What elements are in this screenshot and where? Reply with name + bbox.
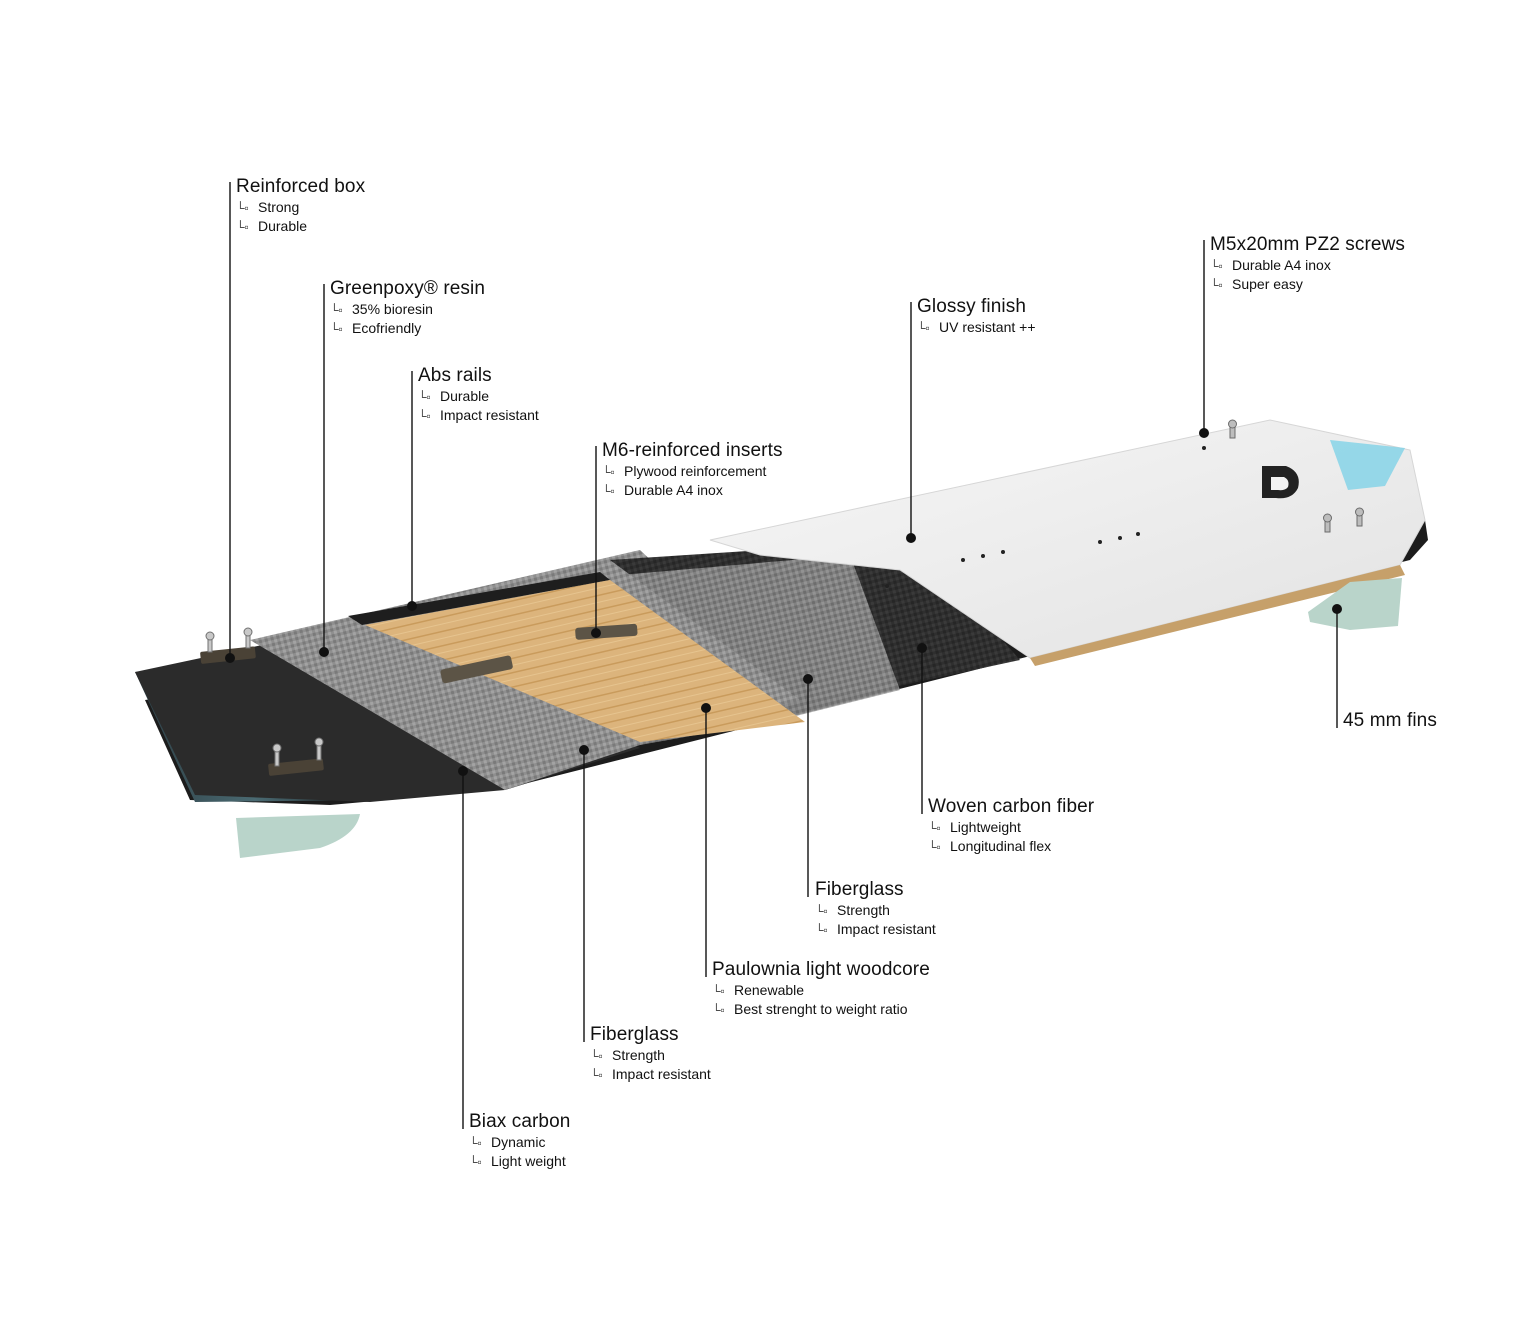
feature-glyph: └▫ [602, 465, 615, 479]
callout-title: Paulownia light woodcore [712, 959, 930, 980]
feature-glyph: └▫ [469, 1155, 482, 1169]
feature-glyph: └▫ [917, 321, 930, 335]
feature-glyph: └▫ [928, 840, 941, 854]
callout-feature: └▫Impact resistant [590, 1066, 711, 1082]
callout-title: M6-reinforced inserts [602, 440, 783, 461]
callout-woven-carbon: Woven carbon fiber └▫Lightweight └▫Longi… [928, 796, 1094, 856]
callout-screws: M5x20mm PZ2 screws └▫Durable A4 inox └▫S… [1210, 234, 1405, 294]
callout-feature: └▫Strength [815, 902, 890, 918]
callout-feature: └▫Renewable [712, 982, 805, 998]
feature-glyph: └▫ [469, 1136, 482, 1150]
layer-abs-rails [348, 572, 610, 625]
callout-feature: └▫Durable A4 inox [602, 482, 723, 498]
feature-glyph: └▫ [602, 484, 615, 498]
callout-feature: └▫Best strenght to weight ratio [712, 1001, 908, 1017]
leader-dots [225, 428, 1342, 776]
deck-edge-wood [1030, 565, 1405, 666]
callout-title: Reinforced box [236, 176, 366, 197]
feature-glyph: └▫ [1210, 259, 1223, 273]
callout-feature: └▫35% bioresin [330, 301, 433, 317]
callout-feature: └▫Durable [236, 218, 308, 234]
callout-feature: └▫Durable A4 inox [1210, 257, 1331, 273]
callout-title: Woven carbon fiber [928, 796, 1095, 817]
callout-title: 45 mm fins [1343, 710, 1437, 731]
leader-lines [229, 182, 1338, 1129]
callout-abs-rails: Abs rails └▫Durable └▫Impact resistant [418, 365, 539, 425]
feature-glyph: └▫ [590, 1049, 603, 1063]
fin-tail [236, 814, 360, 858]
feature-glyph: └▫ [330, 303, 343, 317]
feature-glyph: └▫ [815, 904, 828, 918]
callout-biax-carbon: Biax carbon └▫Dynamic └▫Light weight [469, 1111, 570, 1171]
callout-feature: └▫Super easy [1210, 276, 1303, 292]
feature-glyph: └▫ [236, 201, 249, 215]
callout-feature: └▫Light weight [469, 1153, 566, 1169]
feature-glyph: └▫ [712, 1003, 725, 1017]
layer-woodcore [365, 580, 805, 742]
feature-glyph: └▫ [418, 409, 431, 423]
callout-title: Abs rails [418, 365, 492, 386]
callout-feature: └▫Impact resistant [815, 921, 936, 937]
feature-glyph: └▫ [815, 923, 828, 937]
callout-fiberglass-top: Fiberglass └▫Strength └▫Impact resistant [815, 879, 936, 939]
feature-glyph: └▫ [236, 220, 249, 234]
nose-screws [1228, 419, 1364, 533]
callout-greenpoxy-resin: Greenpoxy® resin └▫35% bioresin └▫Ecofri… [330, 278, 485, 338]
feature-glyph: └▫ [712, 984, 725, 998]
feature-glyph: └▫ [330, 322, 343, 336]
callout-feature: └▫Lightweight [928, 819, 1021, 835]
callout-glossy-finish: Glossy finish └▫UV resistant ++ [917, 296, 1036, 337]
callout-title: M5x20mm PZ2 screws [1210, 234, 1406, 255]
callout-feature: └▫Strength [590, 1047, 665, 1063]
callout-title: Fiberglass [590, 1024, 679, 1045]
feature-glyph: └▫ [590, 1068, 603, 1082]
insert-blocks [200, 623, 638, 776]
feature-glyph: └▫ [1210, 278, 1223, 292]
callout-reinforced-box: Reinforced box └▫Strong └▫Durable [236, 176, 365, 236]
callout-title: Biax carbon [469, 1111, 571, 1132]
callout-feature: └▫Strong [236, 199, 300, 215]
callout-feature: └▫UV resistant ++ [917, 319, 1036, 335]
callout-feature: └▫Durable [418, 388, 490, 404]
deck-inserts [885, 446, 1206, 588]
nose-accent [1330, 440, 1405, 490]
callout-feature: └▫Longitudinal flex [928, 838, 1052, 854]
feature-glyph: └▫ [418, 390, 431, 404]
callout-feature: └▫Ecofriendly [330, 320, 422, 336]
callout-feature: └▫Dynamic [469, 1134, 546, 1150]
callout-fins: 45 mm fins [1343, 710, 1437, 732]
callout-paulownia-woodcore: Paulownia light woodcore └▫Renewable └▫B… [712, 959, 930, 1019]
callout-m6-inserts: M6-reinforced inserts └▫Plywood reinforc… [602, 440, 783, 500]
brand-logo [1262, 466, 1299, 499]
callout-feature: └▫Impact resistant [418, 407, 539, 423]
callout-title: Glossy finish [917, 296, 1027, 317]
callout-fiberglass-bottom: Fiberglass └▫Strength └▫Impact resistant [590, 1024, 711, 1084]
callout-title: Fiberglass [815, 879, 904, 900]
callout-title: Greenpoxy® resin [330, 278, 486, 299]
callout-feature: └▫Plywood reinforcement [602, 463, 767, 479]
feature-glyph: └▫ [928, 821, 941, 835]
fin-nose [1308, 578, 1402, 630]
tail-screws [205, 627, 324, 767]
